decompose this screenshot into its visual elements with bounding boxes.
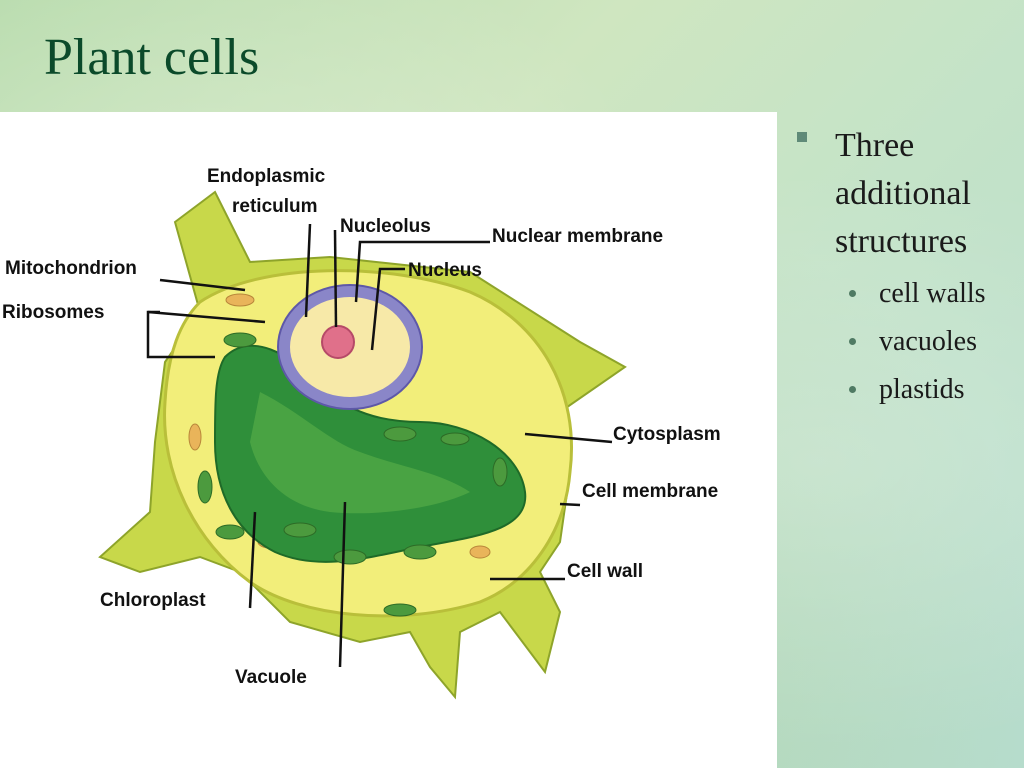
sub-bullet-item: plastids [797,366,1017,414]
slide-title: Plant cells [44,29,260,86]
label-cytoplasm: Cytosplasm [613,424,721,445]
label-chloroplast: Chloroplast [100,590,206,611]
nucleus [277,284,423,410]
label-nuclear-membrane: Nuclear membrane [492,226,663,247]
vacuole-highlight [250,392,470,514]
dot-bullet-icon [849,386,856,393]
main-bullet: Three additional structures [797,122,1017,266]
sub-bullet-text: cell walls [879,278,986,309]
label-ribosomes: Ribosomes [2,302,104,323]
sub-bullet-item: cell walls [797,270,1017,318]
dot-bullet-icon [849,338,856,345]
sub-bullet-text: plastids [879,374,965,405]
label-nucleus: Nucleus [408,260,482,281]
nucleolus [321,325,355,359]
leader-lines [146,223,613,668]
bullet-list: Three additional structures cell walls v… [797,122,1017,414]
label-nucleolus: Nucleolus [340,216,431,237]
label-mitochondrion: Mitochondrion [5,258,137,279]
plant-cell-diagram: Endoplasmic reticulum Nucleolus Nuclear … [0,112,777,768]
chloroplasts [197,332,508,617]
plant-cell-svg: Endoplasmic reticulum Nucleolus Nuclear … [2,166,721,700]
main-bullet-text: Three additional structures [835,127,971,260]
square-bullet-icon [797,132,807,142]
label-cell-wall: Cell wall [567,561,643,582]
label-endoplasmic-2: reticulum [232,196,318,217]
sub-bullet-list: cell walls vacuoles plastids [797,270,1017,414]
dot-bullet-icon [849,290,856,297]
label-endoplasmic-1: Endoplasmic [207,166,326,187]
label-cell-membrane: Cell membrane [582,481,718,502]
sub-bullet-item: vacuoles [797,318,1017,366]
sub-bullet-text: vacuoles [879,326,977,357]
label-vacuole: Vacuole [235,667,307,688]
